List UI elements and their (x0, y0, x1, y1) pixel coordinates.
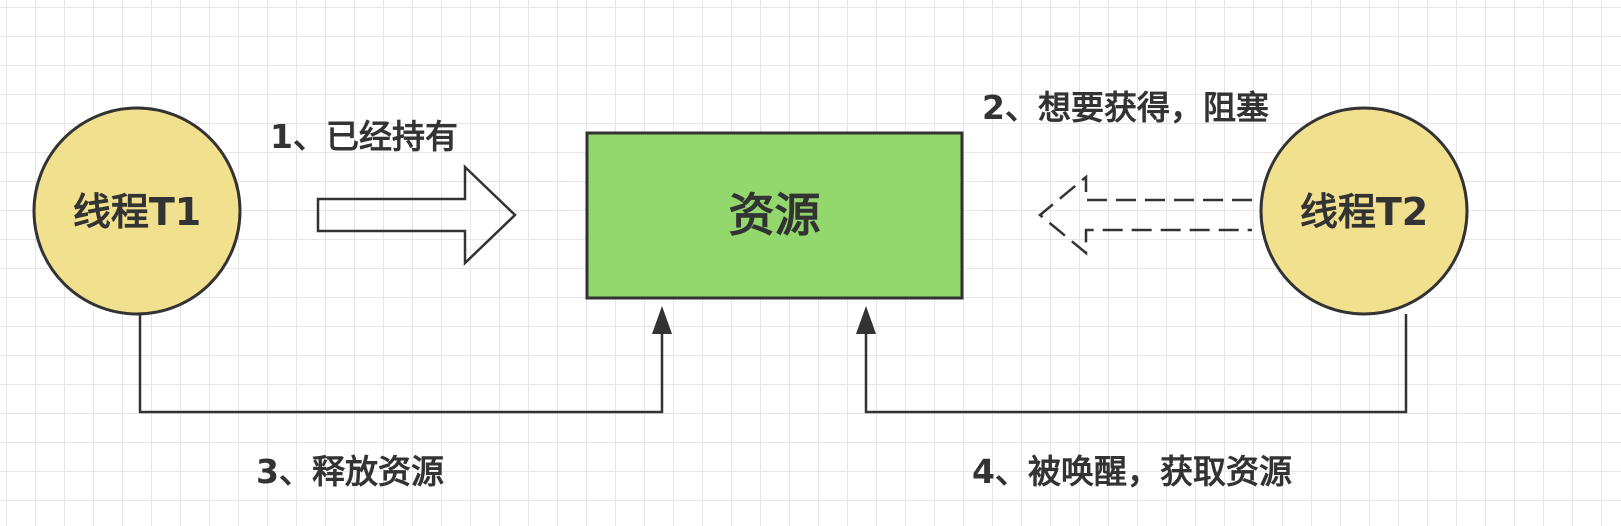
step2-label: 2、想要获得，阻塞 (982, 88, 1269, 127)
resource-node (585, 131, 964, 300)
hold-arrow (316, 164, 517, 266)
thread-t2-node (1259, 106, 1469, 316)
acquire-arrowhead (856, 306, 876, 334)
release-arrowhead (652, 306, 672, 334)
thread-t2-label: 线程T2 (1299, 190, 1429, 234)
resource-label: 资源 (728, 188, 821, 242)
thread-t1-node (32, 106, 242, 316)
blocked-arrow (1038, 174, 1252, 256)
acquire-connector (864, 314, 1408, 414)
step4-label: 4、被唤醒，获取资源 (972, 452, 1292, 491)
step3-label: 3、释放资源 (256, 452, 444, 491)
step1-label: 1、已经持有 (270, 117, 458, 156)
thread-t1-label: 线程T1 (72, 190, 202, 234)
release-connector (138, 314, 664, 414)
